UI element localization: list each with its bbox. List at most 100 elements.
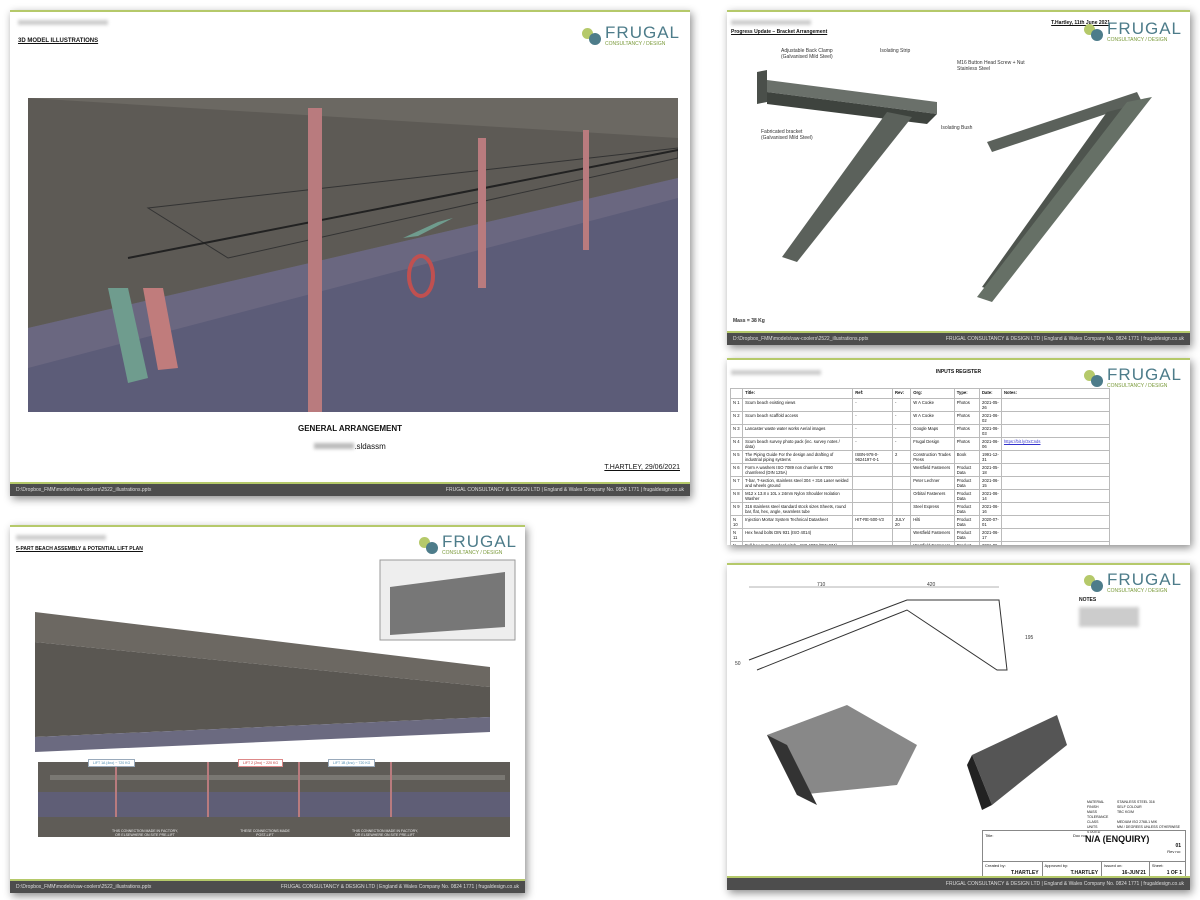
table-cell: 1991-12-31 (979, 450, 1002, 464)
table-cell: Product Data (953, 502, 981, 516)
page-bracket-arrangement: Progress Update – Bracket Arrangement T.… (727, 10, 1190, 345)
table-cell: Google Maps (910, 424, 955, 438)
table-cell: Hilti (910, 515, 955, 529)
page-title: 3D MODEL ILLUSTRATIONS (18, 38, 99, 44)
table-cell: Full hex nuts standard pitch - ISO 4032 … (742, 541, 854, 545)
label-screw: M16 Button Head Screw + Nut Stainless St… (957, 60, 1025, 72)
table-cell: Product Data (953, 541, 981, 545)
table-cell: N 4 (729, 437, 744, 451)
table-cell (1000, 411, 1111, 425)
table-cell: 2021-06-03 (979, 424, 1002, 438)
table-cell: - (852, 424, 893, 438)
table-cell (1000, 476, 1111, 490)
page-lift-plan: 5-PART BEACH ASSEMBLY & POTENTIAL LIFT P… (10, 525, 525, 893)
table-cell: - (891, 424, 912, 438)
table-cell: W A Cooke (910, 411, 955, 425)
connection-note: THIS CONNECTION MADE IN FACTORY, OR ELSE… (112, 829, 178, 837)
connection-note: THIS CONNECTION MADE IN FACTORY, OR ELSE… (352, 829, 418, 837)
table-cell: N 2 (729, 411, 744, 425)
table-cell: 2021-06-02 (979, 411, 1002, 425)
footer: FRUGAL CONSULTANCY & DESIGN LTD | Englan… (727, 876, 1190, 890)
page-title: 5-PART BEACH ASSEMBLY & POTENTIAL LIFT P… (16, 546, 143, 552)
profile-drawing (748, 586, 1067, 810)
table-cell[interactable]: https://bit.ly/3xCnds (1000, 437, 1111, 451)
table-cell: N 8 (729, 489, 744, 503)
table-cell: Product Data (953, 515, 981, 529)
table-cell (891, 528, 912, 542)
footer: D:\Dropbox_FMM\models\raw-coolers\2522_i… (727, 331, 1190, 345)
table-cell: Product Data (953, 463, 981, 477)
table-cell (1000, 541, 1111, 545)
table-cell (1000, 398, 1111, 412)
label-isolating-strip: Isolating Strip (880, 48, 911, 54)
table-row: N 12Full hex nuts standard pitch - ISO 4… (729, 541, 1111, 545)
table-cell: N 5 (729, 450, 744, 464)
table-cell: N 6 (729, 463, 744, 477)
table-cell: ISBN-978-0-9624197-0-1 (852, 450, 893, 464)
table-cell: Westfield Fasteners (910, 541, 955, 545)
table-cell: 2 (891, 450, 912, 464)
table-cell: N 3 (729, 424, 744, 438)
table-cell: - (891, 411, 912, 425)
table-cell (891, 476, 912, 490)
table-cell: Photos (953, 398, 981, 412)
redacted-project (18, 20, 108, 25)
table-cell (1000, 450, 1111, 464)
table-cell: Scum beach existing views (742, 398, 854, 412)
table-cell (891, 502, 912, 516)
table-cell: - (852, 437, 893, 451)
mass-label: Mass = 38 Kg (733, 318, 765, 324)
table-cell: Injection Mortar System Technical Datash… (742, 515, 854, 529)
table-cell: 2021-06-14 (979, 489, 1002, 503)
page-title: Progress Update – Bracket Arrangement (731, 29, 828, 35)
table-cell (891, 463, 912, 477)
table-cell (852, 489, 893, 503)
label-bracket: Fabricated bracket (Galvanised Mild Stee… (761, 129, 813, 141)
table-cell: - (891, 398, 912, 412)
table-cell: Hex head bolts DIN 931 (ISO 4014) (742, 528, 854, 542)
table-cell: The Piping Guide For the design and draf… (742, 450, 854, 464)
notes-title: NOTES (1079, 597, 1097, 603)
signature: T.Hartley, 11th June 2021 (1051, 20, 1110, 26)
table-cell: 2021-05-18 (979, 463, 1002, 477)
table-cell: JULY 20 (891, 515, 912, 529)
table-cell: 2021-06-16 (979, 502, 1002, 516)
table-header: Title:Ref:Rev:Org:Type:Date:Notes: (729, 388, 1111, 399)
title-block: Title: Doc no: N/A (ENQUIRY) Rev no: 01 … (982, 830, 1186, 878)
file-name: .sldassm (10, 442, 690, 451)
table-cell: Frugal Design (910, 437, 955, 451)
table-cell (1000, 424, 1111, 438)
table-cell: T-bar, T-section, stainless steel 304 + … (742, 476, 854, 490)
redacted-project (731, 20, 811, 25)
redacted-project (16, 535, 106, 540)
table-cell: 2021-06-06 (979, 437, 1002, 451)
lift-label: LIFT 2 (2no) ~ 220 KG (238, 759, 284, 767)
label-back-clamp: Adjustable Back Clamp (Galvanised Mild S… (781, 48, 833, 60)
lift-label: LIFT 1B (4no) ~ 720 KG (328, 759, 376, 767)
page-title: INPUTS REGISTER (935, 369, 982, 375)
table-cell: Peter Lechner (910, 476, 955, 490)
table-cell (891, 489, 912, 503)
table-cell (891, 541, 912, 545)
table-cell: 2020-07-01 (979, 515, 1002, 529)
label-isolating-bush: Isolating Bush (941, 125, 973, 131)
doc-number: N/A (ENQUIRY) (1085, 834, 1150, 844)
table-cell: - (852, 398, 893, 412)
table-cell (1000, 528, 1111, 542)
